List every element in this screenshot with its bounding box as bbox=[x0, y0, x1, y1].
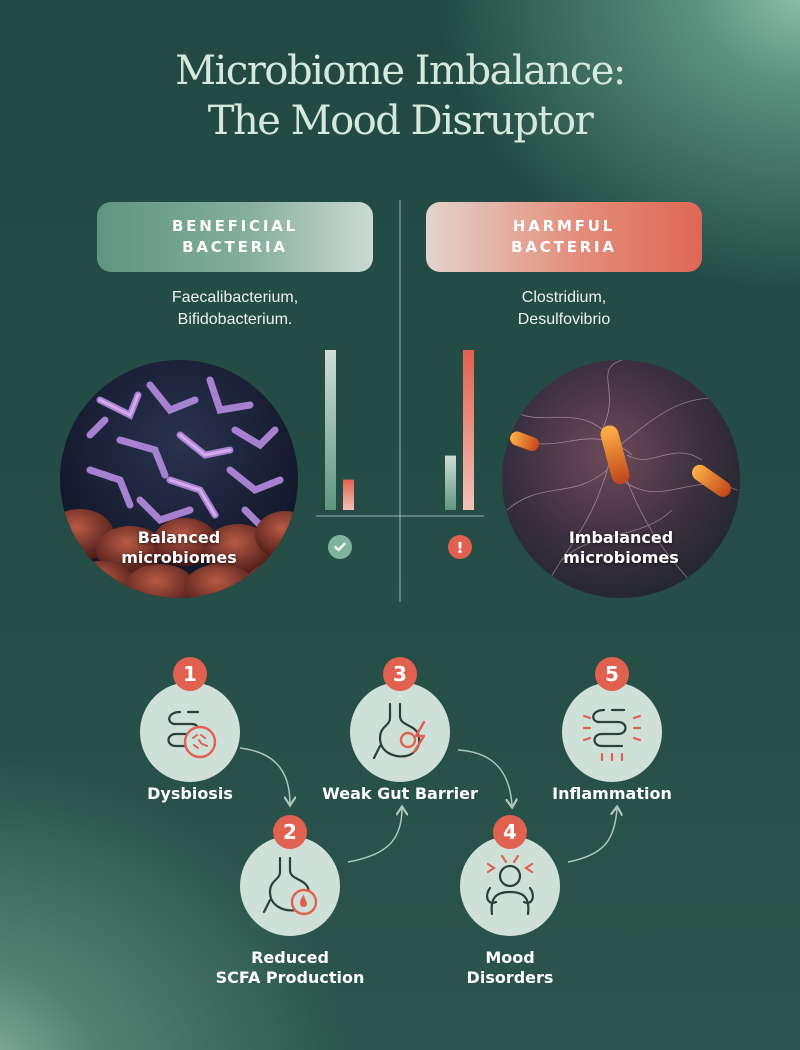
step-5-circle bbox=[562, 682, 662, 782]
step-4-number: 4 bbox=[493, 815, 527, 849]
step-2-number: 2 bbox=[273, 815, 307, 849]
inflamed-intestine-icon bbox=[582, 708, 642, 762]
step-1-circle bbox=[140, 682, 240, 782]
imbalanced-microbiomes-label: Imbalanced microbiomes bbox=[502, 528, 740, 568]
stomach-drop-icon bbox=[262, 856, 318, 916]
check-icon bbox=[328, 535, 352, 559]
step-1-label-line-1: Dysbiosis bbox=[147, 784, 233, 803]
page-title: Microbiome Imbalance: The Mood Disruptor bbox=[0, 46, 800, 146]
step-1-number: 1 bbox=[173, 657, 207, 691]
flow-arrow-3-4 bbox=[457, 749, 512, 806]
beneficial-bar-harmful bbox=[343, 479, 354, 510]
harmful-pill-line-2: BACTERIA bbox=[511, 238, 617, 256]
step-3-label: Weak Gut Barrier bbox=[290, 784, 510, 804]
exclamation-icon bbox=[448, 535, 472, 559]
harmful-pill-line-1: HARMFUL bbox=[512, 217, 616, 235]
step-2-circle bbox=[240, 836, 340, 936]
step-3-number: 3 bbox=[383, 657, 417, 691]
imbalanced-label-line-1: Imbalanced bbox=[568, 528, 674, 547]
balanced-bacteria-illustration bbox=[60, 360, 298, 598]
beneficial-pill-line-1: BENEFICIAL bbox=[171, 217, 299, 235]
harmful-species-text: Clostridium, Desulfovibrio bbox=[426, 287, 702, 331]
flow-arrow-1-2 bbox=[239, 747, 290, 804]
harmful-bar-harmful bbox=[463, 350, 474, 510]
beneficial-bacteria-pill: BENEFICIAL BACTERIA bbox=[97, 202, 373, 272]
step-4-label: Mood Disorders bbox=[400, 948, 620, 988]
balanced-label-line-2: microbiomes bbox=[121, 548, 237, 567]
step-3-circle bbox=[350, 682, 450, 782]
harmful-species-line-1: Clostridium, bbox=[521, 289, 607, 306]
beneficial-species-line-1: Faecalibacterium, bbox=[171, 289, 299, 306]
stomach-lightning-icon bbox=[372, 702, 426, 760]
step-3-label-line-1: Weak Gut Barrier bbox=[322, 784, 478, 803]
stressed-person-icon bbox=[486, 854, 534, 916]
step-5-label-line-1: Inflammation bbox=[552, 784, 672, 803]
title-line-1: Microbiome Imbalance: bbox=[175, 48, 626, 94]
step-2-label: Reduced SCFA Production bbox=[180, 948, 400, 988]
imbalanced-microbiome-image: Imbalanced microbiomes bbox=[502, 360, 740, 598]
step-2-label-line-1: Reduced bbox=[251, 948, 329, 967]
balanced-label-line-1: Balanced bbox=[137, 528, 221, 547]
title-line-2: The Mood Disruptor bbox=[207, 98, 594, 144]
step-2-label-line-2: SCFA Production bbox=[215, 968, 365, 987]
beneficial-species-text: Faecalibacterium, Bifidobacterium. bbox=[97, 287, 373, 331]
intestine-bacteria-icon bbox=[167, 710, 217, 759]
step-1-label: Dysbiosis bbox=[80, 784, 300, 804]
imbalanced-bacteria-illustration bbox=[502, 360, 740, 598]
step-4-label-line-2: Disorders bbox=[466, 968, 554, 987]
center-divider bbox=[399, 200, 401, 602]
balance-bar-chart bbox=[316, 350, 484, 517]
step-4-circle bbox=[460, 836, 560, 936]
balanced-microbiomes-label: Balanced microbiomes bbox=[60, 528, 298, 568]
flow-arrow-2-3 bbox=[347, 808, 402, 863]
step-5-label: Inflammation bbox=[502, 784, 722, 804]
step-5-number: 5 bbox=[595, 657, 629, 691]
harmful-species-line-2: Desulfovibrio bbox=[517, 311, 611, 328]
flow-arrow-4-5 bbox=[567, 808, 617, 863]
balanced-microbiome-image: Balanced microbiomes bbox=[60, 360, 298, 598]
harmful-bar-good bbox=[445, 455, 456, 510]
beneficial-bar-good bbox=[325, 350, 336, 510]
harmful-bacteria-pill: HARMFUL BACTERIA bbox=[426, 202, 702, 272]
beneficial-pill-line-2: BACTERIA bbox=[182, 238, 288, 256]
beneficial-species-line-2: Bifidobacterium. bbox=[177, 311, 293, 328]
imbalanced-label-line-2: microbiomes bbox=[563, 548, 679, 567]
step-4-label-line-1: Mood bbox=[485, 948, 535, 967]
